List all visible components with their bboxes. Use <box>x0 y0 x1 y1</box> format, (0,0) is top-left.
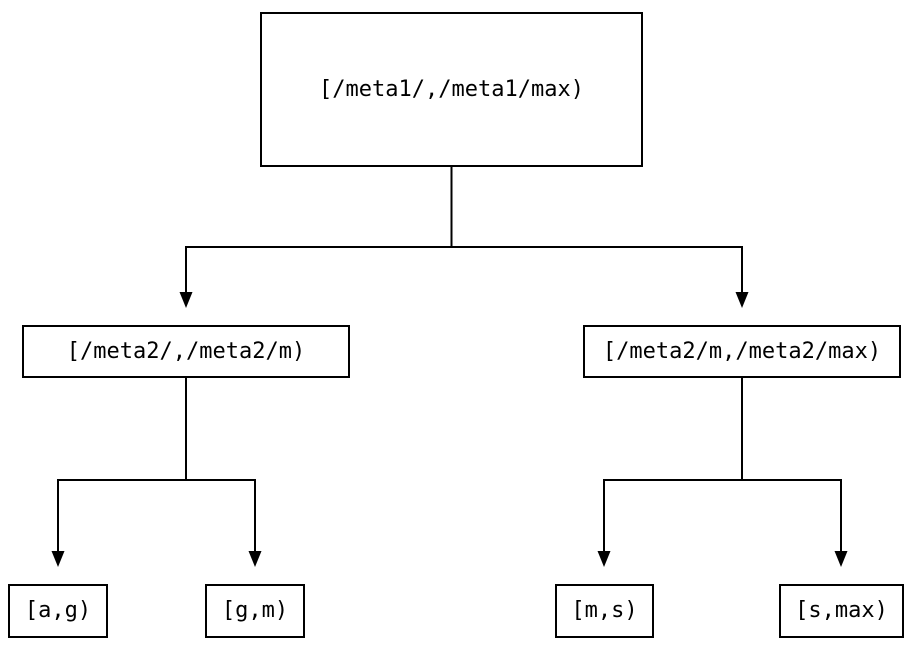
tree-node-leaf-smax: [s,max) <box>779 584 904 638</box>
tree-node-leaf-ag: [a,g) <box>8 584 108 638</box>
arrowhead-icon <box>735 292 749 308</box>
node-label: [/meta1/,/meta1/max) <box>319 76 584 102</box>
arrowhead-icon <box>834 551 848 567</box>
arrowhead-icon <box>248 551 262 567</box>
tree-node-leaf-ms: [m,s) <box>555 584 654 638</box>
node-label: [a,g) <box>24 598 92 623</box>
tree-node-root: [/meta1/,/meta1/max) <box>260 12 643 167</box>
arrowhead-icon <box>179 292 193 308</box>
node-label: [s,max) <box>795 598 888 623</box>
node-label: [/meta2/,/meta2/m) <box>66 338 306 364</box>
arrowhead-icon <box>51 551 65 567</box>
node-label: [m,s) <box>571 598 638 623</box>
tree-node-meta2-low: [/meta2/,/meta2/m) <box>22 325 350 378</box>
tree-node-meta2-high: [/meta2/m,/meta2/max) <box>583 325 901 378</box>
node-label: [/meta2/m,/meta2/max) <box>602 338 882 364</box>
tree-node-leaf-gm: [g,m) <box>205 584 305 638</box>
arrowhead-icon <box>597 551 611 567</box>
node-label: [g,m) <box>221 598 289 623</box>
